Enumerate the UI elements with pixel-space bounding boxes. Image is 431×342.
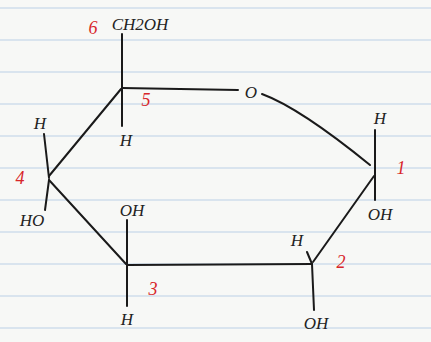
carbon-number: 2 (337, 253, 346, 271)
carbon-number: 5 (142, 91, 151, 109)
atom-label: H (121, 311, 133, 328)
carbon-number: 6 (89, 19, 98, 37)
group-label: OH (368, 206, 393, 223)
carbon-number: 4 (16, 169, 25, 187)
atom-label: H (291, 232, 303, 249)
carbon-number: 3 (149, 280, 158, 298)
ring-bonds (44, 34, 375, 310)
atom-label: H (374, 110, 386, 127)
group-label: OH (120, 202, 145, 219)
group-label: OH (304, 315, 329, 332)
group-label: HO (20, 212, 45, 229)
atom-label: O (245, 84, 257, 101)
group-label: CH2OH (112, 16, 169, 33)
carbon-number: 1 (397, 159, 406, 177)
atom-label: H (34, 115, 46, 132)
ruled-lines (0, 8, 431, 328)
atom-label: H (120, 132, 132, 149)
